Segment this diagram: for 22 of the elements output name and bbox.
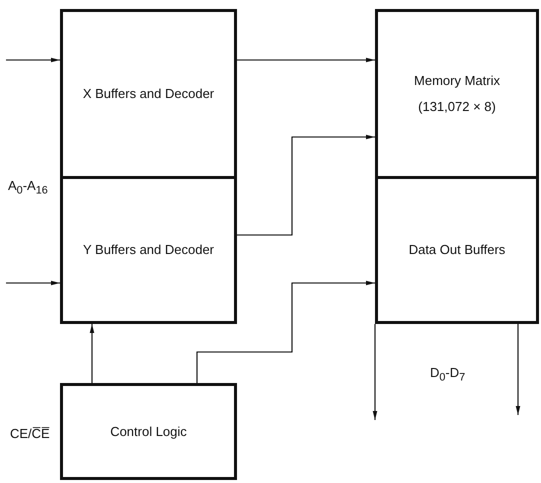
signal-label: CE/C̅E̅ (10, 426, 50, 441)
address-label: A$_{0}$-A$_{16}$ (8, 178, 48, 197)
block-label: Memory Matrix (414, 72, 500, 90)
block-label: Data Out Buffers (408, 241, 506, 259)
buffer-block (375, 176, 539, 324)
block-label: X Buffers and Decoder (82, 85, 214, 103)
connector-arrow (237, 58, 375, 62)
signal-arrow (6, 280, 60, 286)
data-bus-label: D$_{0}$-D$_{7}$ (430, 365, 466, 384)
block-sublabel: (131,072 × 8) (418, 98, 496, 116)
decoder-block (60, 9, 237, 179)
signal-arrow (372, 324, 378, 420)
memory-block (375, 9, 539, 179)
block-label: Y Buffers and Decoder (82, 241, 214, 259)
control-block (60, 383, 237, 480)
signal-arrow (6, 58, 60, 62)
connector-arrow (237, 134, 375, 236)
connector-arrow (196, 280, 375, 383)
block-label: Control Logic (110, 422, 187, 440)
connector-arrow (90, 324, 94, 383)
decoder-block (60, 176, 237, 324)
signal-arrow (516, 324, 520, 415)
